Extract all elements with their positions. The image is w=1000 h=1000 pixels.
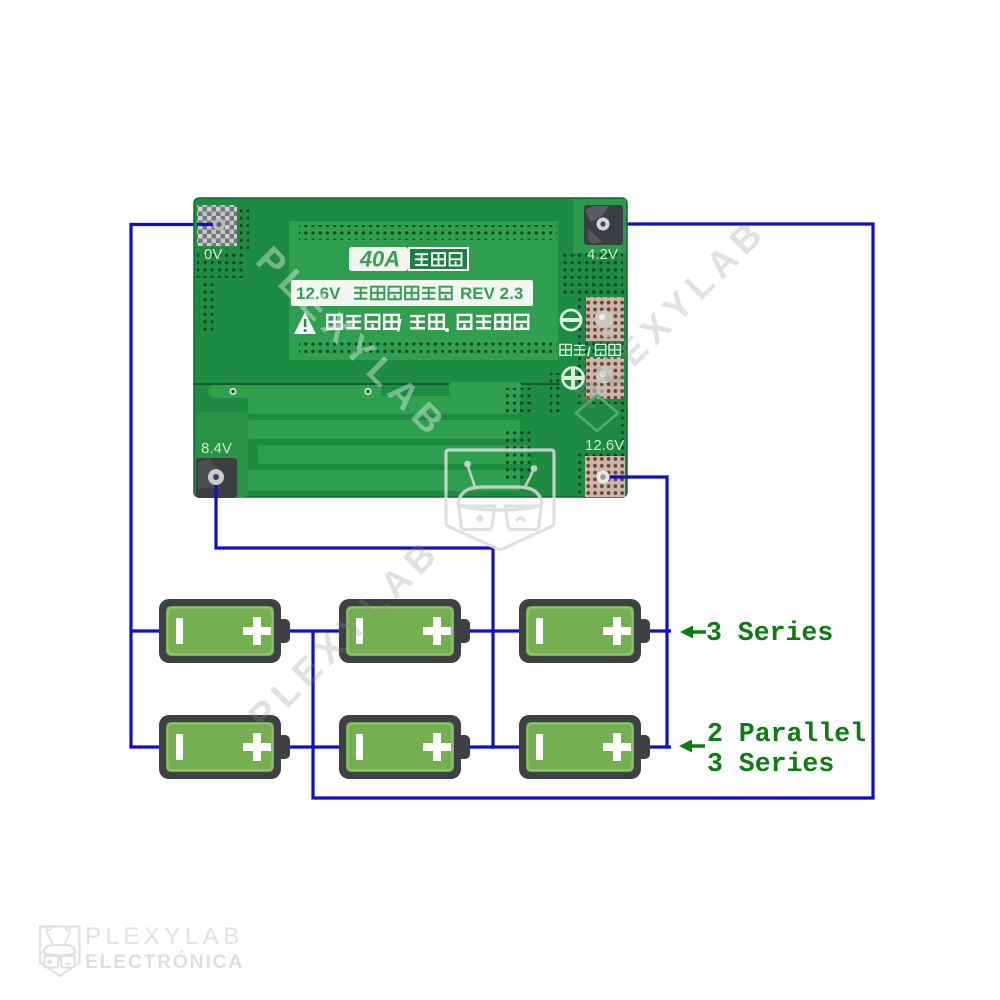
svg-text:4.2V: 4.2V bbox=[587, 246, 618, 263]
svg-text:3 Series: 3 Series bbox=[706, 618, 833, 648]
svg-text:12.6V: 12.6V bbox=[296, 284, 341, 303]
svg-text:PLEXYLAB: PLEXYLAB bbox=[85, 923, 244, 950]
svg-text:ELECTRÓNICA: ELECTRÓNICA bbox=[85, 951, 244, 973]
svg-text:3 Series: 3 Series bbox=[707, 749, 834, 779]
svg-text:0V: 0V bbox=[204, 246, 222, 263]
svg-text:12.6V: 12.6V bbox=[585, 437, 624, 454]
svg-text:40A: 40A bbox=[359, 247, 400, 272]
svg-text:/: / bbox=[587, 344, 591, 359]
svg-text:REV 2.3: REV 2.3 bbox=[460, 284, 523, 303]
svg-text:2 Parallel: 2 Parallel bbox=[707, 719, 866, 749]
svg-text:8.4V: 8.4V bbox=[201, 440, 232, 457]
svg-text:/: / bbox=[397, 316, 402, 335]
